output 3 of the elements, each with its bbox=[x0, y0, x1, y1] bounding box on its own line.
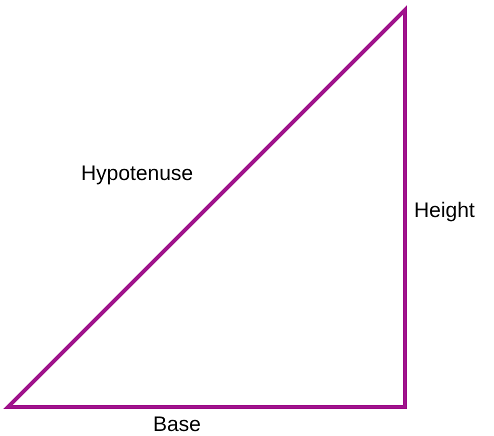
side-label: Hypotenuse bbox=[81, 163, 194, 184]
side-label: Base bbox=[153, 414, 201, 435]
side-label: Height bbox=[414, 200, 475, 221]
